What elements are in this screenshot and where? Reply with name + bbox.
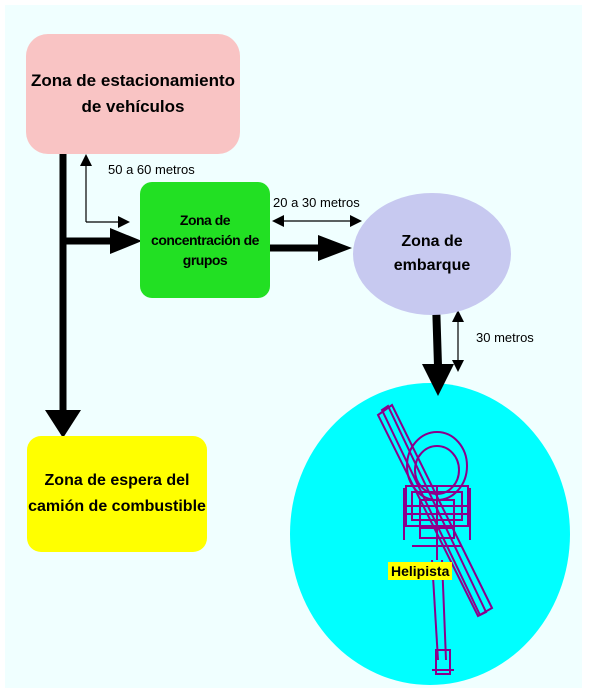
helicopter-top-view-icon (376, 403, 494, 675)
boarding-zone: Zona de embarque (353, 193, 511, 315)
parking-zone-label: Zona de estacionamiento de vehículos (30, 71, 236, 116)
parking-zone: Zona de estacionamiento de vehículos (26, 34, 240, 154)
fuel-arrowhead (45, 410, 81, 438)
gathering-zone: Zona de concentración de grupos (140, 182, 270, 298)
distance-parking-gathering: 50 a 60 metros (108, 162, 195, 177)
fuel-truck-zone-label: Zona de espera del camión de combustible (28, 472, 206, 515)
gathering-zone-label: Zona de concentración de grupos (151, 212, 259, 268)
boarding-zone-label: Zona de embarque (393, 233, 471, 274)
distance-gathering-boarding: 20 a 30 metros (273, 195, 360, 210)
distance-boarding-helipad: 30 metros (476, 330, 534, 345)
fuel-truck-zone: Zona de espera del camión de combustible (27, 436, 207, 552)
helipad-label: Helipista (388, 562, 453, 580)
